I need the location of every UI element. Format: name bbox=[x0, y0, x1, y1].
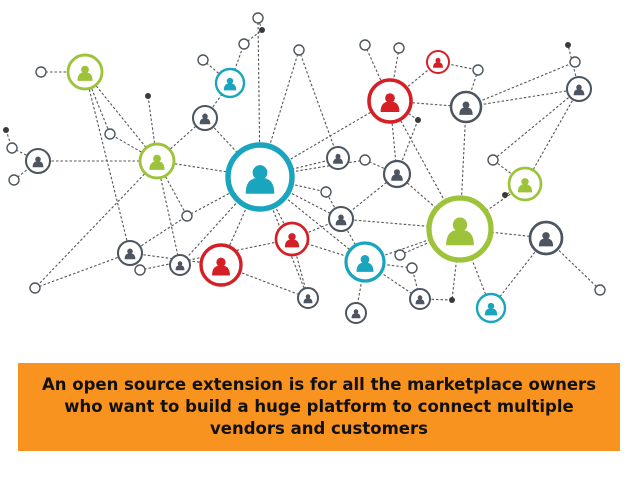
empty-circle-node bbox=[8, 174, 20, 186]
empty-circle-node bbox=[6, 142, 18, 154]
gray-person-node bbox=[116, 239, 144, 267]
network-edge bbox=[459, 106, 467, 230]
gray-person-node bbox=[528, 220, 564, 256]
empty-circle-node bbox=[293, 44, 305, 56]
network-edge bbox=[243, 29, 263, 45]
network-edge bbox=[465, 61, 576, 108]
empty-circle-node bbox=[238, 38, 250, 50]
green-person-node bbox=[66, 53, 104, 91]
empty-circle-node bbox=[394, 249, 406, 261]
caption-text: An open source extension is for all the … bbox=[41, 375, 597, 438]
empty-circle-node bbox=[393, 42, 405, 54]
green-person-node bbox=[507, 166, 543, 202]
empty-circle-node bbox=[134, 264, 146, 276]
empty-circle-node bbox=[320, 186, 332, 198]
green-person-node bbox=[426, 195, 494, 263]
network-edge bbox=[84, 71, 158, 162]
gray-person-node bbox=[327, 205, 355, 233]
red-person-node bbox=[426, 50, 450, 74]
network-nodes bbox=[3, 12, 606, 324]
dot-node bbox=[145, 93, 151, 99]
green-person-node bbox=[138, 142, 176, 180]
gray-person-node bbox=[409, 288, 431, 310]
empty-circle-node bbox=[359, 154, 371, 166]
empty-circle-node bbox=[104, 128, 116, 140]
gray-person-node bbox=[449, 90, 483, 124]
empty-circle-node bbox=[252, 12, 264, 24]
gray-person-node bbox=[169, 254, 191, 276]
network-edge bbox=[524, 88, 580, 185]
red-person-node bbox=[274, 221, 310, 257]
network-edge bbox=[84, 71, 131, 254]
red-person-node bbox=[367, 78, 413, 124]
gray-person-node bbox=[345, 302, 367, 324]
empty-circle-node bbox=[197, 54, 209, 66]
gray-person-node bbox=[382, 159, 412, 189]
gray-person-node bbox=[191, 104, 219, 132]
gray-person-node bbox=[326, 146, 350, 170]
network-edge bbox=[298, 49, 339, 159]
dot-node bbox=[415, 117, 421, 123]
network-edge bbox=[34, 160, 158, 289]
empty-circle-node bbox=[181, 210, 193, 222]
dot-node bbox=[565, 42, 571, 48]
empty-circle-node bbox=[594, 284, 606, 296]
empty-circle-node bbox=[29, 282, 41, 294]
teal-person-node bbox=[475, 292, 507, 324]
network-edge bbox=[202, 59, 231, 84]
network-edge bbox=[419, 298, 453, 301]
teal-person-node bbox=[344, 241, 386, 283]
network-edge bbox=[492, 88, 580, 161]
empty-circle-node bbox=[35, 66, 47, 78]
network-edge bbox=[545, 237, 601, 291]
gray-person-node bbox=[24, 147, 52, 175]
gray-person-node bbox=[565, 75, 593, 103]
caption-banner: An open source extension is for all the … bbox=[18, 363, 620, 451]
network-edge bbox=[364, 228, 461, 263]
empty-circle-node bbox=[406, 262, 418, 274]
red-person-node bbox=[199, 243, 243, 287]
teal-person-node bbox=[214, 67, 246, 99]
dot-node bbox=[502, 192, 508, 198]
network-edge bbox=[451, 228, 461, 301]
dot-node bbox=[449, 297, 455, 303]
network-edge bbox=[465, 88, 580, 108]
network-diagram bbox=[3, 12, 606, 324]
empty-circle-node bbox=[569, 56, 581, 68]
network-edge bbox=[396, 119, 419, 175]
dot-node bbox=[3, 127, 9, 133]
network-edge bbox=[34, 252, 131, 289]
gray-person-node bbox=[297, 287, 319, 309]
network-edge bbox=[364, 261, 413, 269]
empty-circle-node bbox=[472, 64, 484, 76]
network-edge bbox=[389, 100, 398, 175]
dot-node bbox=[259, 27, 265, 33]
empty-circle-node bbox=[487, 154, 499, 166]
empty-circle-node bbox=[359, 39, 371, 51]
teal-person-node bbox=[225, 142, 295, 212]
